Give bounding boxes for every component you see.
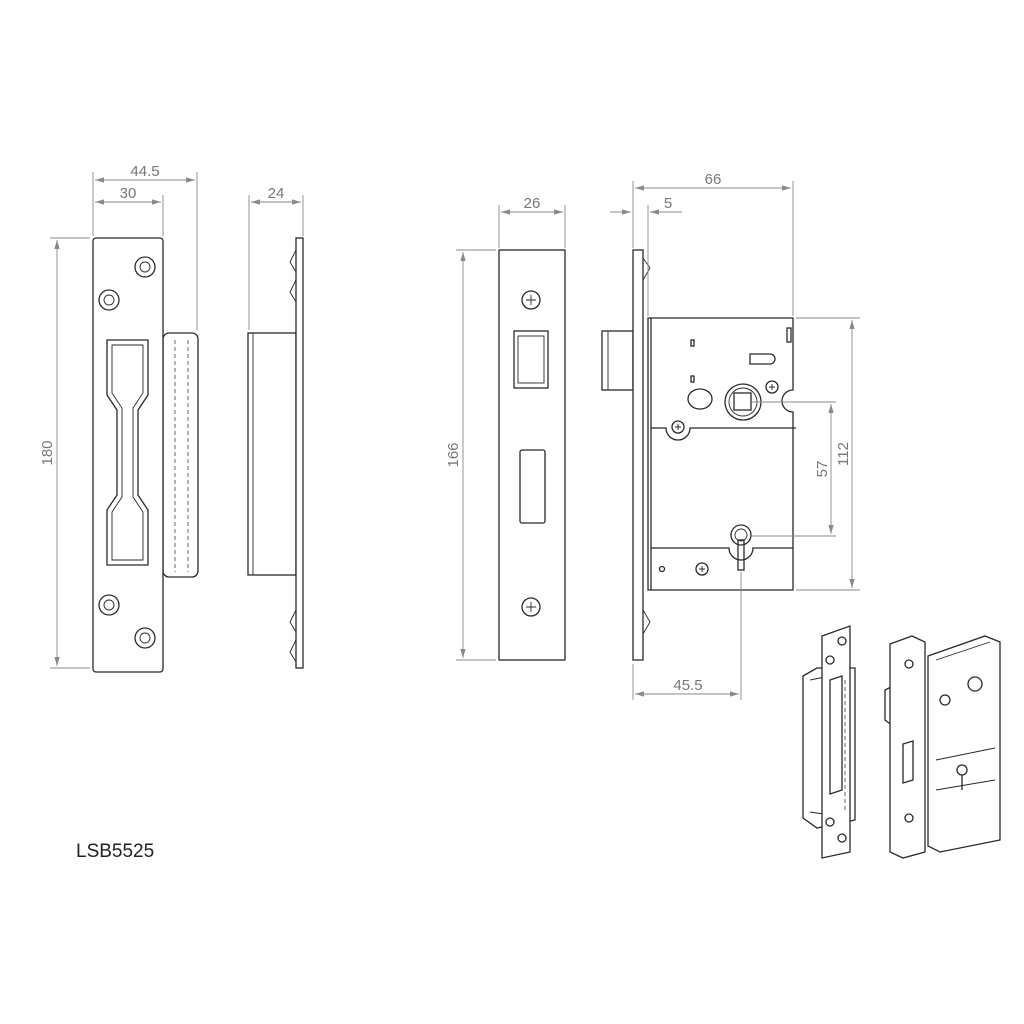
dim-centres: 57 — [814, 461, 831, 478]
strike-dimensions: 44.5 30 180 — [39, 163, 198, 669]
strike-plate-front-view — [92, 237, 199, 673]
lock-forend-front-view — [498, 249, 566, 661]
product-code: LSB5525 — [76, 841, 154, 862]
dim-forend-thickness: 5 — [664, 195, 672, 212]
lock-isometric-view — [884, 635, 1001, 859]
screw-hole — [134, 256, 156, 278]
screw-icon — [521, 290, 541, 310]
keyhole-icon — [730, 524, 752, 571]
dim-strike-depth: 24 — [268, 185, 285, 202]
dim-overall-depth: 66 — [705, 171, 722, 188]
dim-case-height: 112 — [835, 442, 852, 466]
screw-hole — [98, 289, 120, 311]
case-dimensions: 66 5 112 57 45.5 — [610, 171, 860, 700]
dim-forend-height: 166 — [445, 442, 462, 467]
screw-icon — [521, 597, 541, 617]
dim-strike-plate-width: 30 — [120, 185, 137, 202]
screw-hole — [98, 594, 120, 616]
dim-strike-height: 180 — [39, 440, 56, 465]
strike-side-dimensions: 24 — [248, 185, 304, 330]
screw-icon — [671, 420, 685, 434]
dim-strike-overall-width: 44.5 — [130, 163, 159, 180]
forend-dimensions: 26 166 — [445, 195, 566, 661]
dim-forend-width: 26 — [524, 195, 541, 212]
screw-icon — [695, 562, 709, 576]
strike-plate-side-view — [247, 237, 304, 669]
lock-case-side-view — [601, 249, 796, 661]
screw-hole — [134, 627, 156, 649]
screw-icon — [765, 380, 779, 394]
strike-isometric-view — [802, 625, 856, 859]
dim-backset: 45.5 — [673, 677, 702, 694]
